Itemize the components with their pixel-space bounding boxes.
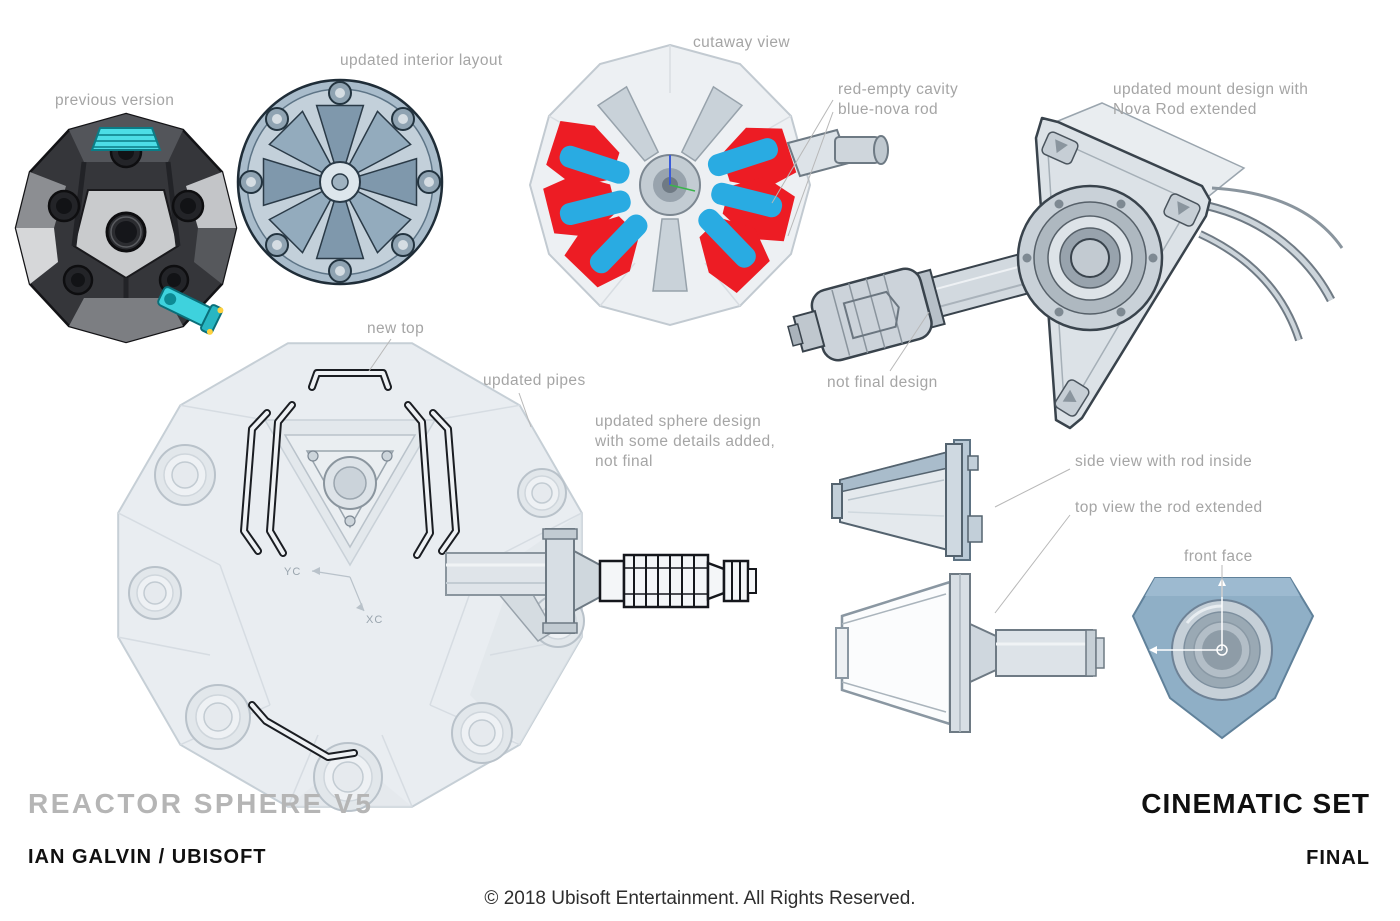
top-facet-detail [263, 419, 437, 567]
annotation-cutaway-view: cutaway view [693, 34, 790, 51]
mount-svg [787, 102, 1344, 430]
mount-corner-plates [1041, 131, 1201, 417]
cyan-connector [157, 286, 224, 335]
annotation-sphere-line1: updated sphere design [595, 413, 762, 430]
mount-prongs [1198, 186, 1344, 342]
cyan-vent [90, 127, 162, 151]
dark-sphere-ports [47, 135, 205, 296]
axis-gizmo: YC XC [284, 566, 383, 626]
author-credit: IAN GALVIN / UBISOFT [28, 846, 267, 868]
updated-pipes-drawing [240, 369, 460, 761]
annotation-previous-version: previous version [55, 92, 175, 109]
annotation-sphere-line3: not final [595, 453, 653, 470]
annotation-sphere-note: updated sphere design with some details … [595, 412, 775, 472]
annotation-updated-interior-layout: updated interior layout [340, 52, 503, 69]
annotation-cavity-note: red-empty cavity blue-nova rod [838, 80, 958, 120]
top-view-svg [835, 573, 1105, 733]
annotation-side-view: side view with rod inside [1075, 453, 1253, 470]
annotation-cavity-line2: blue-nova rod [838, 101, 938, 118]
mount-assembly-drawing [780, 88, 1355, 440]
cutaway-red-cavities-blue-rods [543, 121, 797, 293]
annotation-sphere-line2: with some details added, [595, 433, 776, 450]
previous-version-sphere-drawing [12, 100, 240, 352]
front-face-svg [1131, 577, 1315, 740]
axis-label-xc: XC [366, 614, 383, 626]
interior-sphere-svg [236, 78, 444, 286]
side-view-svg [831, 439, 983, 561]
annotation-mount-note: updated mount design with Nova Rod exten… [1113, 80, 1308, 120]
annotation-top-view: top view the rod extended [1075, 499, 1263, 516]
set-label: CINEMATIC SET [1141, 788, 1370, 819]
interior-layout-sphere-drawing [233, 72, 448, 292]
cutaway-svg [528, 43, 889, 327]
cutaway-gray-spokes [596, 85, 744, 292]
front-face-drawing [1125, 558, 1320, 748]
annotation-mount-line2: Nova Rod extended [1113, 101, 1257, 118]
mount-hub [1016, 184, 1164, 332]
annotation-not-final-design: not final design [827, 374, 938, 391]
interior-rim-ports [239, 81, 441, 283]
reactor-sphere-v5-drawing: YC XC [100, 325, 760, 820]
interior-wedges [262, 104, 418, 260]
sphere-shaft [445, 528, 757, 642]
annotation-new-top: new top [367, 320, 425, 337]
annotation-mount-line1: updated mount design with [1113, 81, 1309, 98]
copyright-line: © 2018 Ubisoft Entertainment. All Rights… [484, 888, 916, 909]
annotation-updated-pipes: updated pipes [483, 372, 586, 389]
sheet-title: REACTOR SPHERE V5 [28, 788, 374, 819]
axis-label-yc: YC [284, 566, 301, 578]
dark-sphere-svg [14, 112, 238, 344]
annotation-front-face: front face [1184, 548, 1253, 565]
big-sphere-svg: YC XC [117, 342, 757, 812]
status-label: FINAL [1306, 847, 1370, 869]
side-view-drawing [828, 438, 1008, 568]
annotation-cavity-line1: red-empty cavity [838, 81, 959, 98]
spline-connector [598, 553, 757, 609]
top-view-drawing [828, 568, 1113, 738]
cutaway-view-drawing [505, 33, 895, 335]
